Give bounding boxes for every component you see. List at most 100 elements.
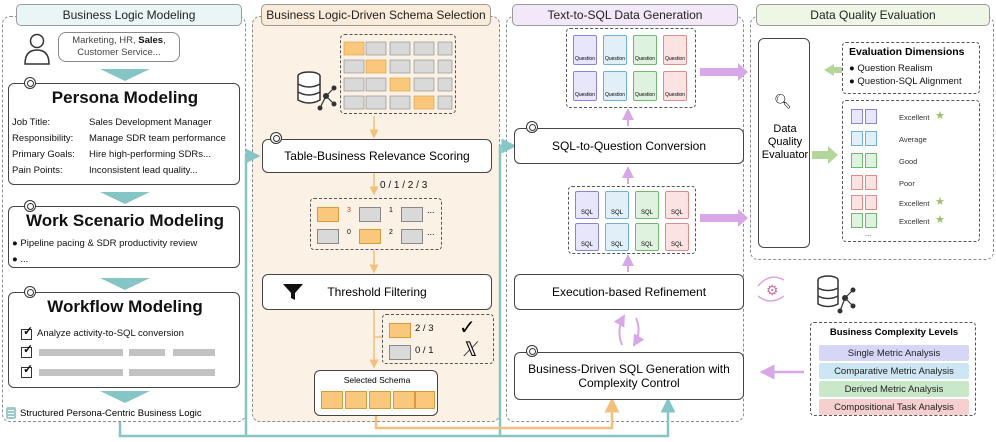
persona-value-2: Hire high-performing SDRs... [89,149,211,160]
rating-5: Excellent [899,217,930,226]
question-file-label: Question [664,92,685,98]
sql-file-icon: SQL [575,191,599,219]
rated-pairs: Excellent ★ Average Good Poor Excellent … [842,100,980,242]
pair-icon [865,213,877,228]
rating-3: Poor [899,179,915,188]
sql-file-label: SQL [610,210,623,216]
more-ratings: ... [865,229,872,238]
openai-icon [526,345,538,357]
drop-score: 0 / 1 [415,345,434,356]
pair-icon [865,131,877,146]
sql-file-icon: SQL [605,191,629,219]
question-file-icon: Question [663,35,687,65]
checkbox-icon [21,324,33,340]
question-file-label: Question [604,92,625,98]
table-icon [359,229,381,244]
persona-value-3: Inconsistent lead quality... [89,165,198,176]
business-driven-generation-label: Business-Driven SQL Generation with Comp… [528,362,730,390]
score-value: 3 [347,207,351,214]
table-icon [393,391,415,409]
persona-label-3: Pain Points: [12,165,63,176]
table-icon [401,229,423,244]
complexity-levels-box: Business Complexity Levels Single Metric… [810,322,976,416]
sql-file-label: SQL [610,242,623,248]
selected-schema-box: Selected Schema [314,370,438,416]
all-tables-grid [340,34,456,114]
pair-icon [865,175,877,190]
sql-files: SQL SQL SQL SQL SQL SQL SQL SQL [568,186,696,254]
pair-icon [865,195,877,210]
table-icon [345,391,367,409]
arrow-sql-to-eval [700,209,748,227]
table-icon-grid [343,41,453,110]
arrow-evaluator-to-ratings [812,146,838,164]
rating-0: Excellent [899,113,930,122]
sql-file-icon: SQL [605,223,629,251]
openai-icon [24,200,36,212]
panel-title-text-to-sql: Text-to-SQL Data Generation [512,4,738,26]
openai-icon [270,132,282,144]
sql-file-icon: SQL [635,191,659,219]
relevance-scoring-label: Table-Business Relevance Scoring [284,149,470,163]
execution-refinement-label: Execution-based Refinement [551,285,707,299]
arrow-questions-to-eval [700,63,748,81]
pair-icon [851,131,863,146]
dots: ... [427,205,435,215]
flow-arrow-3 [100,278,150,290]
cross-icon: 𝕏 [461,339,478,361]
persona-modeling-title: Persona Modeling [51,88,199,107]
question-file-label: Question [634,56,655,62]
question-file-icon: Question [573,71,597,101]
sql-file-label: SQL [670,242,683,248]
complexity-level-1: Comparative Metric Analysis [819,363,969,379]
arrow-dimensions-to-evaluator [824,64,834,76]
evaluator-label: Data Quality Evaluator [761,123,809,161]
placeholder-bar [129,349,165,356]
table-icon [401,207,423,222]
question-file-icon: Question [663,71,687,101]
filter-results: 2 / 3 ✓ 0 / 1 𝕏 [382,314,494,364]
sql-file-icon: SQL [575,223,599,251]
document-icon [6,407,16,419]
persona-value-1: Manage SDR team performance [89,133,226,144]
placeholder-bar [39,349,123,356]
dimension-item-0: ● Question Realism [849,63,933,74]
scenario-item-1-text: ... [20,254,29,265]
database-icon [297,71,337,111]
persona-value-0: Sales Development Manager [89,117,212,128]
question-file-icon: Question [573,35,597,65]
question-file-label: Question [574,56,595,62]
question-file-label: Question [574,92,595,98]
placeholder-bar [173,349,215,356]
filter-icon [283,284,303,300]
scenario-item-0-text: Pipeline pacing & SDR productivity revie… [20,238,198,249]
sql-to-question-label: SQL-to-Question Conversion [551,139,707,153]
teal-connector-bottom [118,397,676,438]
teal-connector-scoring [244,148,261,436]
placeholder-bar [39,369,123,376]
score-range-label: 0 / 1 / 2 / 3 [380,180,428,191]
person-icon [24,33,50,65]
star-icon: ★ [935,196,945,208]
work-scenario-box: Work Scenario Modeling ● Pipeline pacing… [8,206,240,268]
rating-1: Average [899,135,927,144]
workflow-title: Workflow Modeling [47,297,203,316]
rating-4: Excellent [899,199,930,208]
dimension-text-0: Question Realism [857,63,933,74]
sql-file-label: SQL [670,210,683,216]
sql-file-icon: SQL [665,191,689,219]
question-file-label: Question [604,56,625,62]
dots: ... [427,227,435,237]
openai-icon [526,121,538,133]
panel-title-business-logic: Business Logic Modeling [16,4,242,26]
workflow-task: Analyze activity-to-SQL conversion [37,328,184,339]
complexity-title: Business Complexity Levels [829,327,959,338]
magnifier-icon: 🔍︎ [774,93,792,109]
persona-label-2: Primary Goals: [12,149,75,160]
persona-label-1: Responsibility: [12,133,74,144]
pair-icon [851,109,863,124]
selected-schema-label: Selected Schema [343,375,411,385]
pair-icon [851,213,863,228]
bubble-text-b: , Customer Service... [77,35,166,58]
complexity-level-2: Derived Metric Analysis [819,381,969,397]
